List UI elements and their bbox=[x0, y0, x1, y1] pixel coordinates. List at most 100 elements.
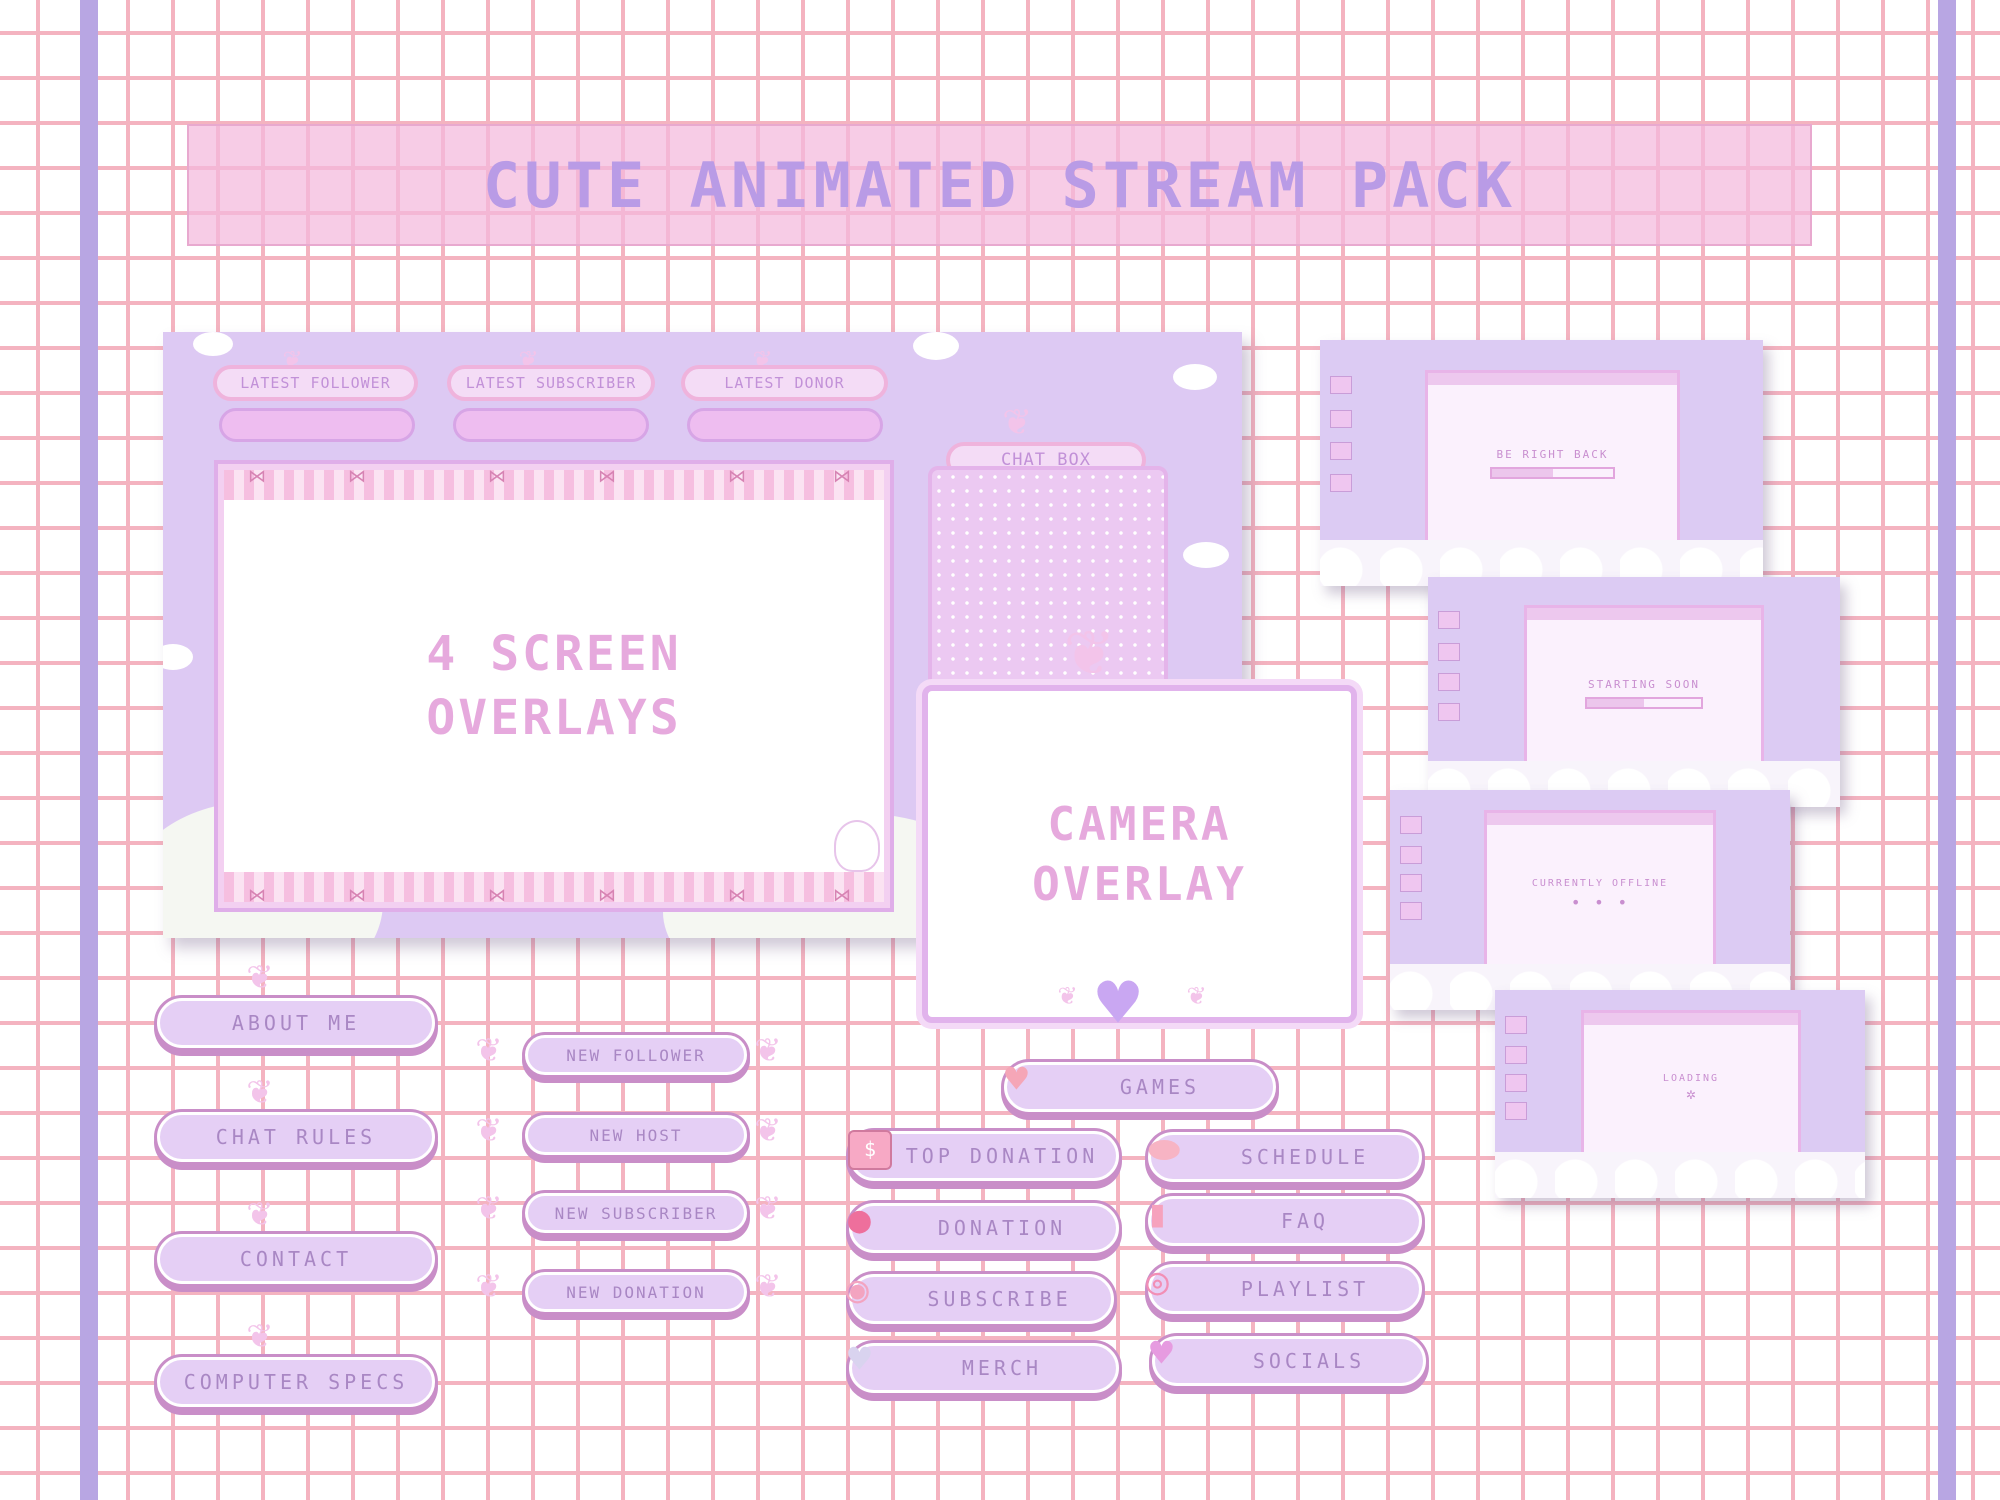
bow-icon: ⋈ bbox=[598, 885, 616, 906]
scene-window: BE RIGHT BACK bbox=[1425, 370, 1680, 556]
wing-icon: ❦ bbox=[1187, 977, 1206, 1012]
cloud-icon bbox=[1173, 364, 1217, 390]
subscribe-button[interactable]: SUBSCRIBE bbox=[849, 1274, 1114, 1324]
wing-icon: ❦ bbox=[476, 1025, 501, 1071]
wing-icon: ❦ bbox=[755, 1025, 780, 1071]
desktop-heart-icon bbox=[1438, 611, 1460, 629]
wallet-icon: $ bbox=[848, 1130, 892, 1170]
schedule-button[interactable]: SCHEDULE bbox=[1148, 1132, 1422, 1182]
new-host-alert[interactable]: NEW HOST bbox=[525, 1115, 747, 1155]
lollipop-icon: ● bbox=[848, 1197, 871, 1241]
window-titlebar bbox=[1428, 373, 1677, 385]
scene-be-right-back: BE RIGHT BACK bbox=[1320, 340, 1763, 586]
heart-plus-icon: ♥ bbox=[1150, 1331, 1173, 1375]
page-title: CUTE ANIMATED STREAM PACK bbox=[482, 148, 1517, 222]
wing-icon: ❦ bbox=[247, 1067, 272, 1113]
scene-loading: LOADING ✲ bbox=[1495, 990, 1865, 1198]
desktop-globe-icon bbox=[1330, 442, 1352, 460]
scene-label: STARTING SOON bbox=[1587, 677, 1701, 691]
window-titlebar bbox=[1487, 813, 1713, 825]
about-me-panel[interactable]: ABOUT ME bbox=[157, 998, 435, 1048]
latest-follower-slot bbox=[219, 408, 415, 442]
camera-overlay: CAMERA OVERLAY bbox=[922, 685, 1357, 1023]
wing-icon: ❦ bbox=[755, 1261, 780, 1307]
wing-icon: ❦ bbox=[1003, 394, 1030, 445]
bow-icon: ⋈ bbox=[348, 466, 366, 487]
macaron-icon: ⬬ bbox=[1148, 1127, 1181, 1171]
heart-lollipop-icon: ♥ bbox=[848, 1337, 871, 1381]
contact-panel[interactable]: CONTACT bbox=[157, 1234, 435, 1284]
camera-title-line2: OVERLAY bbox=[1032, 857, 1247, 911]
bow-icon: ⋈ bbox=[833, 466, 851, 487]
cloud-icon bbox=[1183, 542, 1229, 568]
latest-subscriber-label: LATEST SUBSCRIBER bbox=[447, 365, 655, 401]
new-donation-alert[interactable]: NEW DONATION bbox=[525, 1272, 747, 1312]
window-titlebar bbox=[1584, 1013, 1798, 1025]
wing-icon: ❦ bbox=[1058, 977, 1077, 1012]
computer-specs-panel[interactable]: COMPUTER SPECS bbox=[157, 1357, 435, 1407]
games-button[interactable]: GAMES bbox=[1004, 1062, 1276, 1112]
wing-icon: ❦ bbox=[476, 1183, 501, 1229]
latest-donor-label: LATEST DONOR bbox=[681, 365, 888, 401]
bow-icon: ⋈ bbox=[348, 885, 366, 906]
desktop-globe-icon bbox=[1505, 1074, 1527, 1092]
desktop-globe-icon bbox=[1438, 673, 1460, 691]
popsicle-icon: ▮ bbox=[1146, 1191, 1169, 1235]
chat-rules-panel[interactable]: CHAT RULES bbox=[157, 1112, 435, 1162]
desktop-heart-icon bbox=[1330, 376, 1352, 394]
loading-spinner-icon: ✲ bbox=[1686, 1084, 1696, 1103]
latest-follower-label: LATEST FOLLOWER bbox=[213, 365, 418, 401]
heart-cookie-icon: ♥ bbox=[1005, 1057, 1028, 1101]
screen-frame: ⋈ ⋈ ⋈ ⋈ ⋈ ⋈ 4 SCREEN OVERLAYS ⋈ ⋈ ⋈ ⋈ ⋈ … bbox=[214, 460, 894, 912]
wing-icon: ❦ bbox=[755, 1183, 780, 1229]
socials-button[interactable]: SOCIALS bbox=[1152, 1336, 1426, 1386]
right-border-bar bbox=[1938, 0, 1956, 1500]
wing-icon: ❦ bbox=[476, 1105, 501, 1151]
scene-label: BE RIGHT BACK bbox=[1496, 447, 1609, 461]
desktop-globe-icon bbox=[1400, 874, 1422, 892]
new-follower-alert[interactable]: NEW FOLLOWER bbox=[525, 1035, 747, 1075]
cloud-icon bbox=[193, 332, 233, 356]
merch-button[interactable]: MERCH bbox=[849, 1343, 1119, 1393]
desktop-folder-icon bbox=[1330, 474, 1352, 492]
scene-currently-offline: CURRENTLY OFFLINE • • • bbox=[1390, 790, 1790, 1010]
scene-clouds bbox=[1495, 1152, 1865, 1198]
wing-icon: ❦ bbox=[247, 1311, 272, 1357]
playlist-button[interactable]: PLAYLIST bbox=[1148, 1264, 1422, 1314]
camera-title-line1: CAMERA bbox=[1047, 797, 1232, 851]
new-subscriber-alert[interactable]: NEW SUBSCRIBER bbox=[525, 1193, 747, 1233]
cloud-icon bbox=[913, 332, 959, 360]
bow-icon: ⋈ bbox=[488, 885, 506, 906]
scene-label: LOADING bbox=[1662, 1073, 1720, 1084]
wing-icon: ❦ bbox=[476, 1261, 501, 1307]
lace-trim-bottom bbox=[224, 872, 884, 902]
desktop-folder-icon bbox=[1330, 410, 1352, 428]
screen-area: 4 SCREEN OVERLAYS bbox=[224, 500, 884, 872]
donation-button[interactable]: DONATION bbox=[849, 1203, 1119, 1253]
wing-icon: ❦ bbox=[247, 952, 272, 998]
lace-trim-top bbox=[224, 470, 884, 500]
wing-icon: ❦ bbox=[755, 1105, 780, 1151]
swirl-lollipop-icon: ◉ bbox=[846, 1267, 869, 1311]
winged-heart-icon: ♥ bbox=[1097, 962, 1140, 1044]
screen-title-line2: OVERLAYS bbox=[426, 690, 682, 746]
cloud-icon bbox=[163, 644, 193, 670]
faq-button[interactable]: FAQ bbox=[1148, 1196, 1422, 1246]
latest-donor-slot bbox=[687, 408, 883, 442]
title-banner: CUTE ANIMATED STREAM PACK bbox=[187, 124, 1812, 246]
left-border-bar bbox=[80, 0, 98, 1500]
bunny-icon bbox=[834, 820, 880, 872]
scene-label: CURRENTLY OFFLINE bbox=[1531, 878, 1669, 889]
desktop-folder-icon bbox=[1505, 1102, 1527, 1120]
scene-window: STARTING SOON bbox=[1524, 605, 1764, 781]
desktop-folder-icon bbox=[1400, 846, 1422, 864]
window-titlebar bbox=[1527, 608, 1761, 620]
desktop-folder-icon bbox=[1400, 902, 1422, 920]
scene-window: CURRENTLY OFFLINE • • • bbox=[1484, 810, 1716, 980]
desktop-folder-icon bbox=[1505, 1046, 1527, 1064]
scene-starting-soon: STARTING SOON bbox=[1428, 577, 1840, 807]
bow-icon: ⋈ bbox=[833, 885, 851, 906]
wing-icon: ❦ bbox=[247, 1189, 272, 1235]
angel-wings-icon: ❦ bbox=[1065, 603, 1111, 692]
desktop-heart-icon bbox=[1400, 816, 1422, 834]
